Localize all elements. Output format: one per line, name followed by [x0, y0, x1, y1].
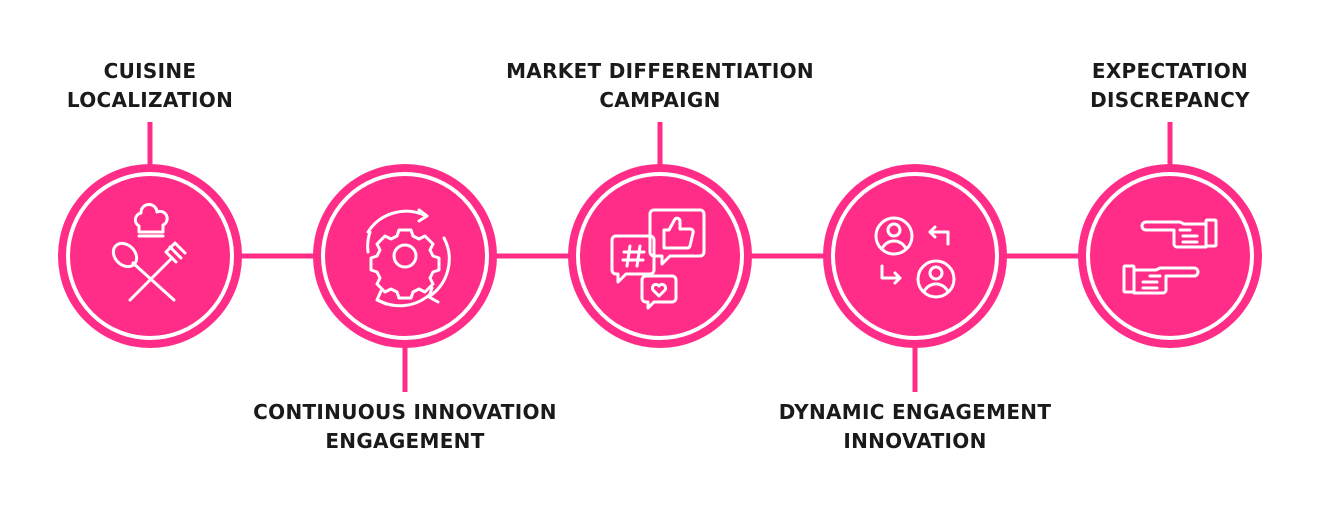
step-3-node — [568, 164, 752, 348]
chef-utensils-icon — [111, 203, 187, 302]
step-2-label: CONTINUOUS INNOVATION ENGAGEMENT — [253, 400, 557, 453]
step-5-label: EXPECTATION DISCREPANCY — [1090, 59, 1250, 112]
step-2-node — [313, 164, 497, 348]
user-exchange-icon — [874, 216, 956, 299]
step-4-label: DYNAMIC ENGAGEMENT INNOVATION — [778, 400, 1052, 453]
step-1-label: CUISINE LOCALIZATION — [66, 59, 234, 112]
step-5-node — [1078, 164, 1262, 348]
pointing-hands-icon — [1122, 218, 1218, 295]
step-1-node — [58, 164, 242, 348]
gear-cycle-icon — [366, 208, 451, 308]
social-media-icon — [610, 208, 706, 310]
step-4-node — [823, 164, 1007, 348]
step-3-label: MARKET DIFFERENTIATION CAMPAIGN — [506, 59, 814, 112]
